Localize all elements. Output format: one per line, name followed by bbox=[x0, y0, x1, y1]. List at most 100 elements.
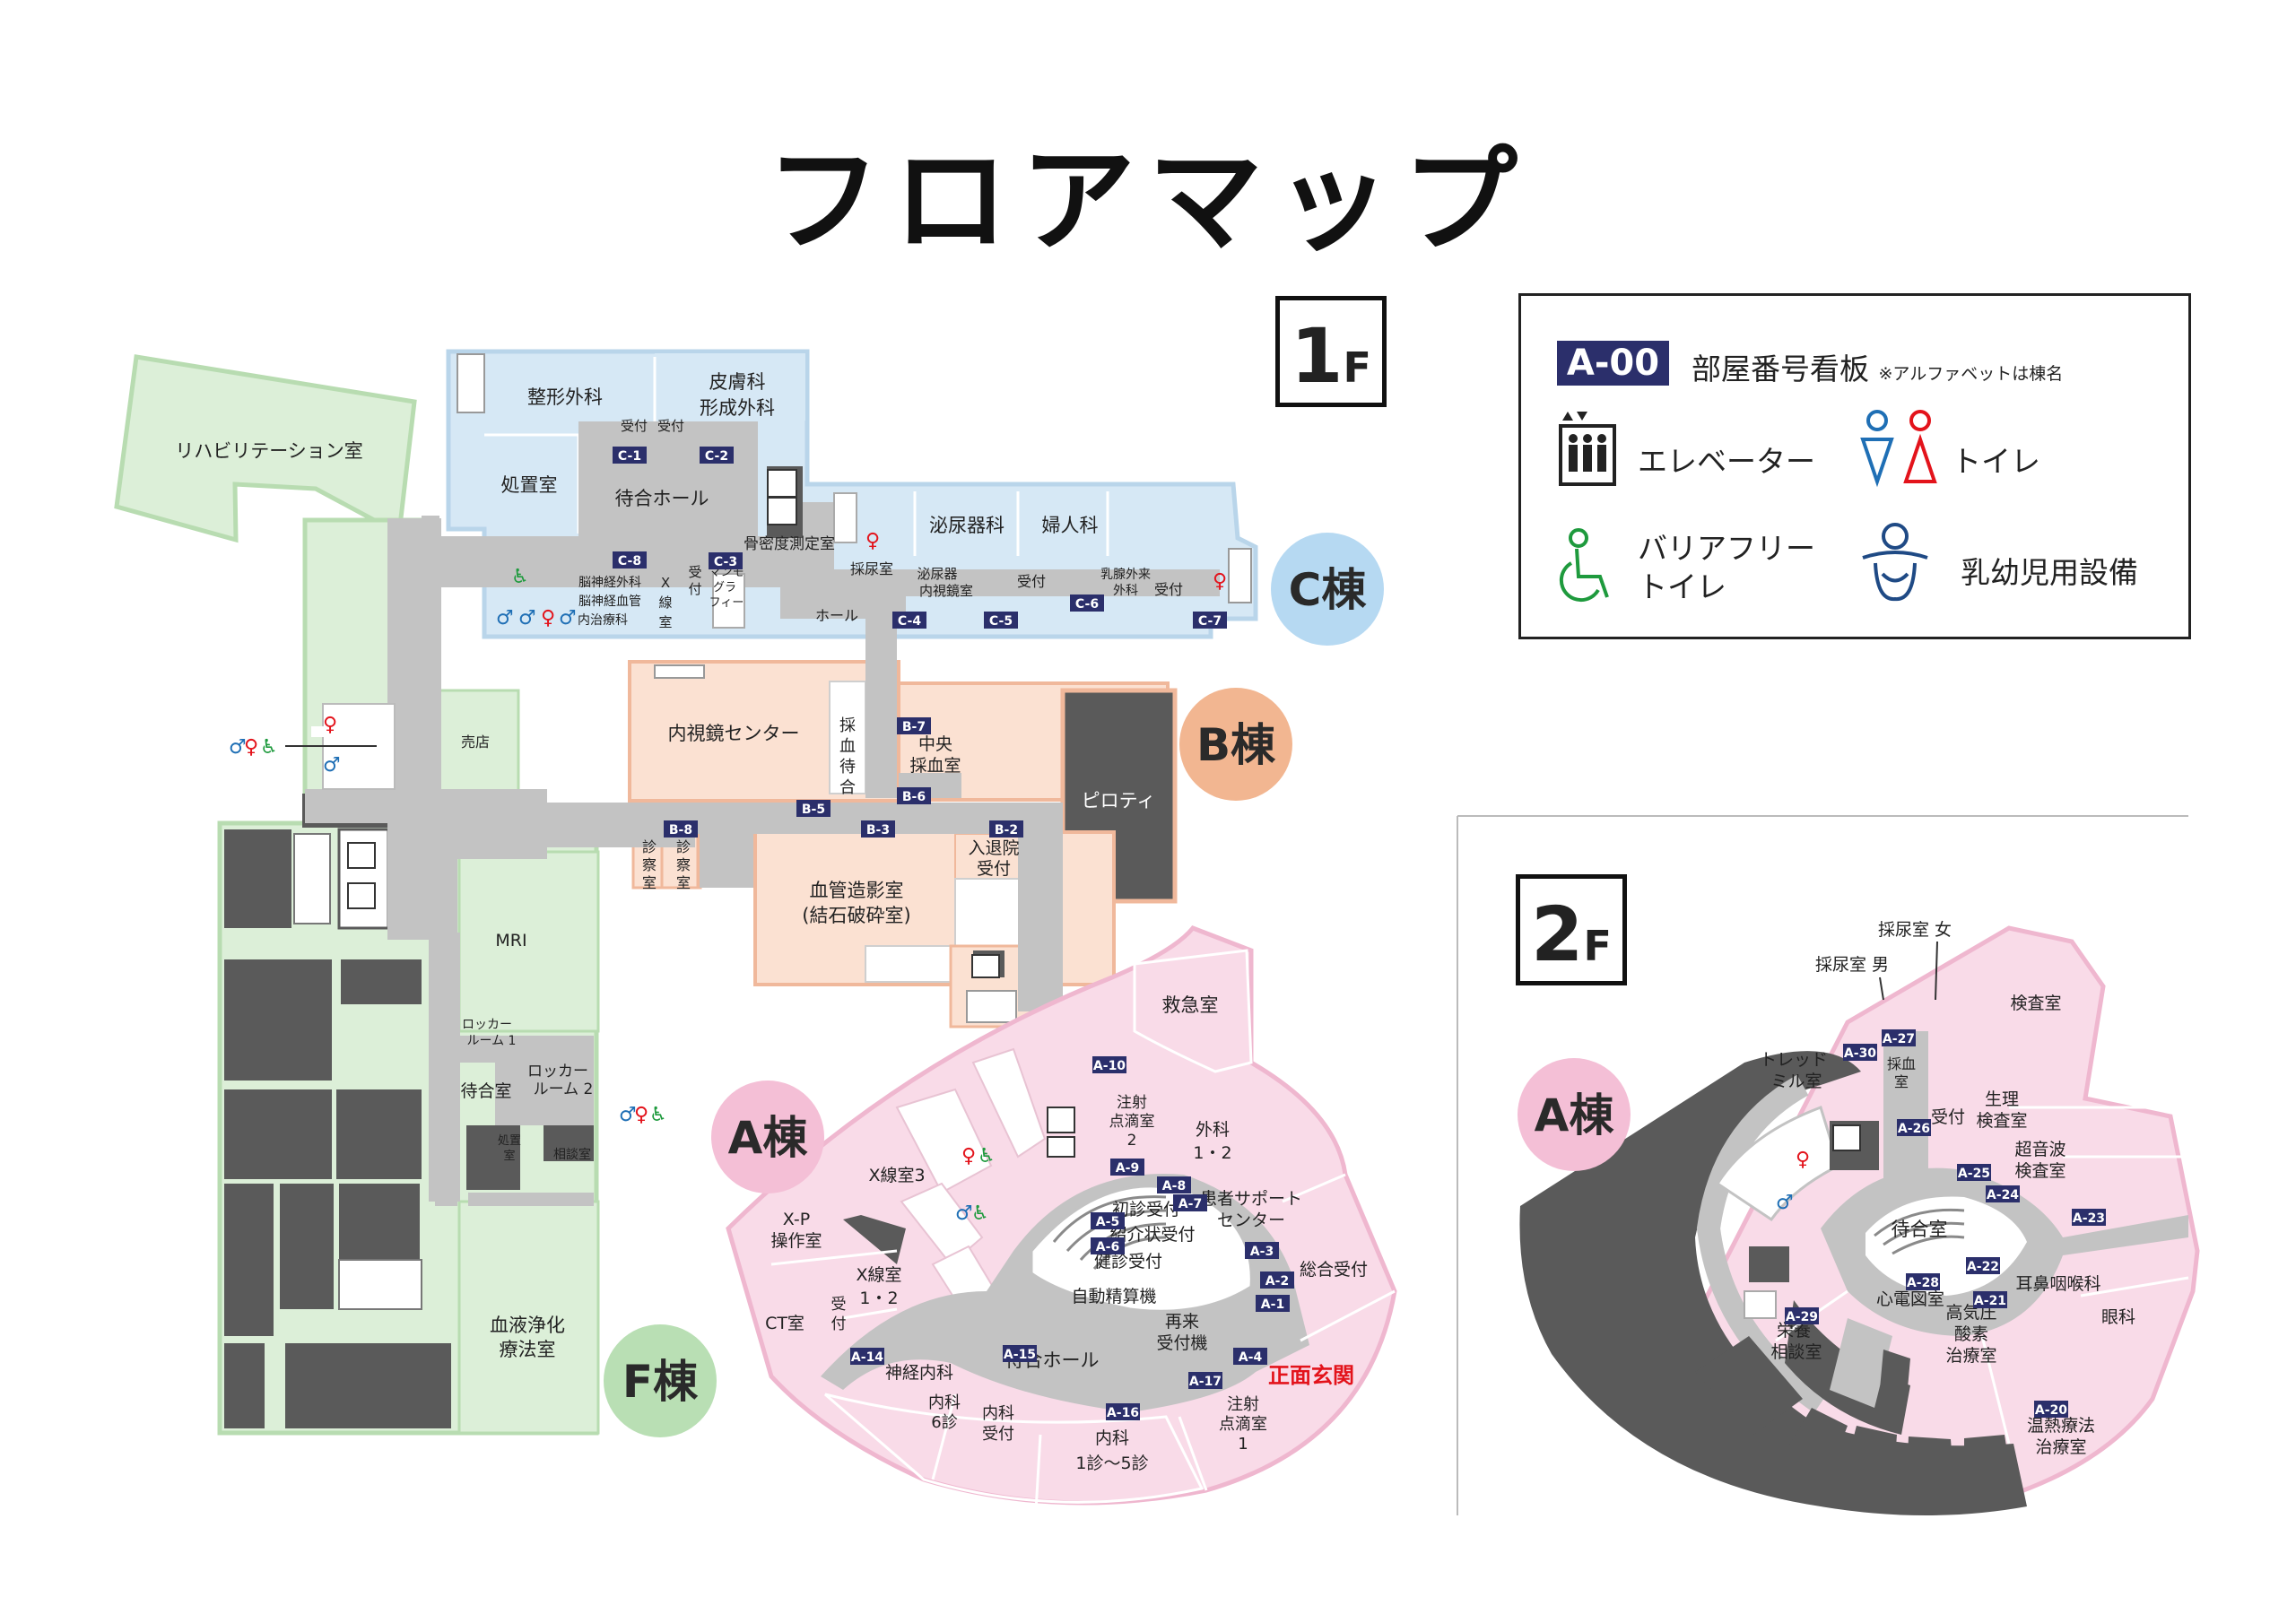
sign-box-a-4 bbox=[1233, 1348, 1267, 1365]
toilet-icon: ♀ ♂ ♀ ♀ ♀ ♂ bbox=[323, 530, 1810, 1214]
room-nyutaiin-1: 入退院 bbox=[968, 838, 1019, 858]
room2-seiri-2: 検査室 bbox=[1976, 1111, 2027, 1131]
svg-text:♂: ♂ bbox=[229, 736, 247, 759]
b-wing-marker bbox=[1179, 688, 1292, 801]
sign-a-16: A-16 bbox=[1107, 1406, 1139, 1420]
svg-text:♀: ♀ bbox=[323, 714, 337, 736]
sign-box-c-3 bbox=[709, 552, 743, 569]
sign-box-c-5 bbox=[984, 612, 1018, 629]
barrier-free-icon: ♂♀♿ ♂♀♿ ♀♿ ♂♿ ♿ ♂♂♀♂ bbox=[229, 566, 996, 1225]
sign-b-6: B-6 bbox=[902, 790, 926, 804]
sign-box-a-9 bbox=[1110, 1159, 1144, 1176]
sign-box-b-6 bbox=[897, 787, 931, 804]
room2-eiyo-2: 相談室 bbox=[1770, 1342, 1822, 1362]
room-xsen-c-1: X bbox=[661, 575, 670, 591]
floor-2f-number: 2 bbox=[1531, 890, 1584, 978]
room-rehab: リハビリテーション室 bbox=[175, 440, 363, 462]
room-locker1-1: ロッカー bbox=[462, 1018, 512, 1032]
legend-barrier-free-2: トイレ bbox=[1638, 569, 1726, 604]
sign2f-box-a-26 bbox=[1897, 1119, 1931, 1136]
svg-text:♀: ♀ bbox=[541, 607, 555, 629]
elevator-icon bbox=[347, 469, 1861, 1158]
room-hall-c: ホール bbox=[815, 607, 858, 624]
legend-sign-label: 部屋番号看板 ※アルファベットは棟名 bbox=[1692, 345, 2063, 388]
sign-c-5: C-5 bbox=[989, 614, 1013, 629]
room-uketsuke-a14-1: 受 bbox=[831, 1296, 847, 1314]
room-ketsueki-1: 血液浄化 bbox=[490, 1315, 565, 1336]
sign2f-box-a-27 bbox=[1882, 1029, 1916, 1046]
room-sairai-2: 受付機 bbox=[1156, 1333, 1207, 1353]
room-kekkan-1: 血管造影室 bbox=[810, 880, 904, 901]
room-shokai: 紹介状受付 bbox=[1109, 1225, 1195, 1245]
room-saiketsu-machiai-4: 合 bbox=[839, 778, 856, 797]
room-chuo-1: 中央 bbox=[918, 734, 952, 754]
room2-kensa: 検査室 bbox=[2010, 994, 2061, 1013]
room-machiai-f: 待合室 bbox=[460, 1081, 511, 1101]
room-locker2-1: ロッカー bbox=[527, 1063, 588, 1081]
room-xsen-c-2: 線 bbox=[658, 595, 672, 611]
sign-a-1: A-1 bbox=[1261, 1298, 1284, 1312]
toilet-icon bbox=[1860, 410, 1937, 488]
room-kyukyu: 救急室 bbox=[1162, 994, 1219, 1016]
room-shinsatsu2-3: 室 bbox=[676, 874, 691, 891]
f-wing-marker bbox=[604, 1324, 717, 1437]
room-keisei: 形成外科 bbox=[700, 397, 775, 419]
c-wing-label: C棟 bbox=[1289, 564, 1368, 616]
room-locker2-2: ルーム 2 bbox=[534, 1081, 594, 1098]
sign2f-a-26: A-26 bbox=[1898, 1122, 1930, 1136]
room-hinyoki: 泌尿器科 bbox=[929, 515, 1004, 536]
room2-saiketsu-2: 室 bbox=[1894, 1073, 1909, 1090]
room-naika15-1: 内科 bbox=[1095, 1428, 1129, 1448]
room-labels-2f: 採尿室 女 採尿室 男 検査室 トレッド ミル室 採血 室 受付 生理 検査室 … bbox=[1760, 920, 2135, 1457]
a-wing-2f-label: A棟 bbox=[1535, 1089, 1615, 1141]
room-hinyoki-naishi-1: 泌尿器 bbox=[917, 566, 957, 582]
sign-box-c-2 bbox=[700, 447, 734, 464]
sign2f-a-24: A-24 bbox=[1987, 1188, 2019, 1202]
legend-toilet: トイレ bbox=[1952, 444, 2040, 479]
sign-a-15: A-15 bbox=[1004, 1348, 1036, 1362]
room-shinsatsu1-1: 診 bbox=[642, 838, 657, 855]
sign2f-a-22: A-22 bbox=[1967, 1260, 1999, 1274]
sign-box-b-3 bbox=[861, 820, 895, 838]
sign-c-4: C-4 bbox=[898, 614, 921, 629]
room2-seiri-1: 生理 bbox=[1985, 1089, 2019, 1109]
room-sodan: 相談室 bbox=[553, 1147, 591, 1162]
room-nou-1: 脳神経外科 bbox=[578, 576, 641, 590]
legend-sign-sample: A-00 bbox=[1557, 341, 1669, 386]
room-uketsuke-c6: 受付 bbox=[1017, 573, 1046, 590]
a-wing-1f bbox=[726, 925, 1397, 1512]
room-labels-1f: リハビリテーション室 整形外科 皮膚科 形成外科 受付 受付 処置室 待合ホール… bbox=[175, 371, 1368, 1473]
room-nyusen-2: 外科 bbox=[1113, 584, 1138, 598]
room-fujin: 婦人科 bbox=[1042, 515, 1099, 536]
sign-c-7: C-7 bbox=[1198, 614, 1222, 629]
svg-text:♂: ♂ bbox=[955, 1202, 973, 1225]
sign2f-box-a-30 bbox=[1843, 1044, 1877, 1061]
room2-eiyo-1: 栄養 bbox=[1777, 1321, 1811, 1341]
legend-elevator: エレベーター bbox=[1638, 444, 1815, 479]
room-uketsuke-c3-1: 受 bbox=[688, 564, 701, 580]
room2-onnetsu-1: 温熱療法 bbox=[2027, 1416, 2095, 1436]
room2-shindenzu: 心電図室 bbox=[1876, 1289, 1944, 1309]
room-sairai-1: 再来 bbox=[1165, 1312, 1199, 1332]
room-nyutaiin-2: 受付 bbox=[977, 859, 1011, 879]
room2-machiai: 待合室 bbox=[1892, 1219, 1948, 1240]
sign2f-box-a-29 bbox=[1785, 1307, 1819, 1324]
sign2f-a-28: A-28 bbox=[1907, 1276, 1939, 1290]
sign2f-box-a-28 bbox=[1906, 1273, 1940, 1290]
sign-box-a-17 bbox=[1188, 1372, 1222, 1389]
room-uketsuke-a14-2: 付 bbox=[831, 1315, 847, 1333]
sign-b-3: B-3 bbox=[866, 823, 890, 838]
svg-text:♀: ♀ bbox=[244, 736, 258, 759]
sign-a-14: A-14 bbox=[851, 1350, 883, 1365]
svg-text:♀: ♀ bbox=[634, 1104, 648, 1126]
room-chusha2-2: 点滴室 bbox=[1109, 1113, 1155, 1131]
room-jidou: 自動精算機 bbox=[1071, 1287, 1156, 1306]
sign-box-a-16 bbox=[1106, 1403, 1140, 1420]
room2-koukiatsu-3: 治療室 bbox=[1945, 1346, 1996, 1366]
room-xp-2: 操作室 bbox=[770, 1231, 822, 1251]
page-title: フロアマップ bbox=[765, 135, 1530, 268]
svg-text:♂: ♂ bbox=[518, 607, 536, 629]
sign-a-4: A-4 bbox=[1239, 1350, 1263, 1365]
svg-text:♂: ♂ bbox=[559, 607, 577, 629]
